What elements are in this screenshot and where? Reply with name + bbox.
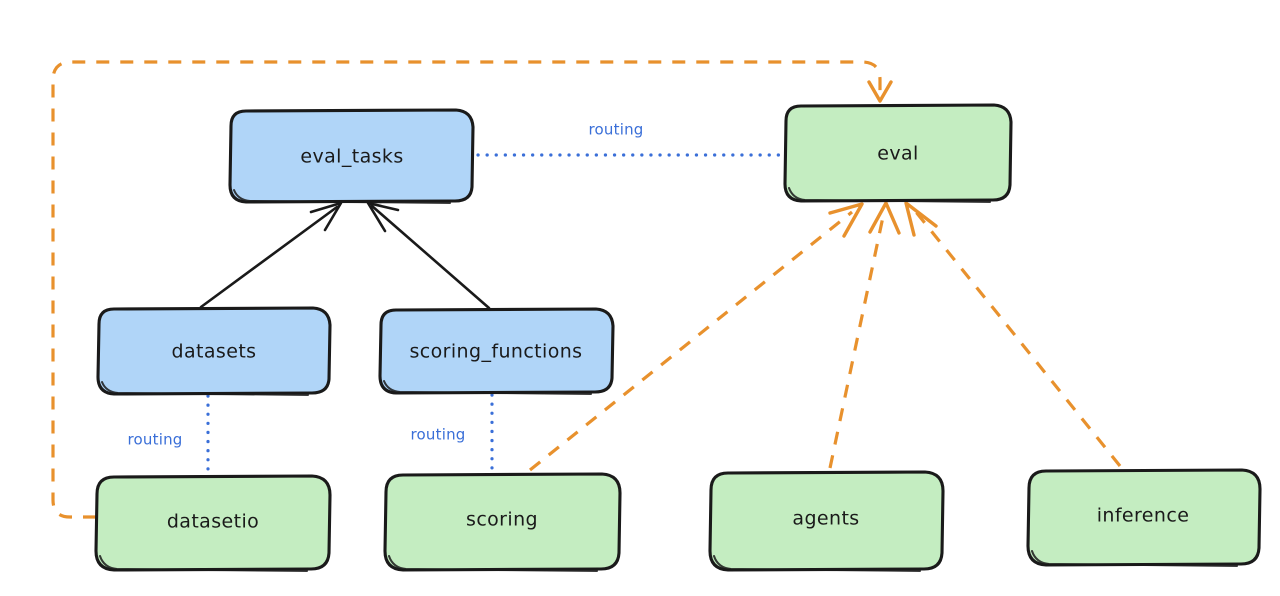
edge-label-group: routing routing routing <box>128 121 644 449</box>
node-label-datasets: datasets <box>172 341 257 363</box>
node-label-eval-tasks: eval_tasks <box>300 146 403 168</box>
node-agents[interactable]: agents <box>708 470 945 572</box>
edge-group-routing <box>206 153 785 476</box>
edge-scoring-eval[interactable] <box>528 202 864 472</box>
node-eval-tasks[interactable]: eval_tasks <box>228 108 475 204</box>
node-label-agents: agents <box>792 508 859 530</box>
edge-label-routing-eval-tasks: routing <box>589 121 644 139</box>
node-label-eval: eval <box>877 143 918 165</box>
edge-datasets-eval-tasks[interactable] <box>199 201 343 309</box>
edge-inference-eval[interactable] <box>904 201 1122 468</box>
node-label-inference: inference <box>1097 505 1190 527</box>
edge-label-routing-datasets: routing <box>128 431 183 449</box>
node-label-scoring: scoring <box>466 509 538 531</box>
edge-agents-eval[interactable] <box>828 201 901 469</box>
node-scoring[interactable]: scoring <box>383 472 622 572</box>
edge-group-composition <box>199 201 491 310</box>
node-scoring-functions[interactable]: scoring_functions <box>378 307 615 395</box>
edge-datasetio-eval[interactable] <box>51 60 893 519</box>
node-label-datasetio: datasetio <box>167 511 259 533</box>
edge-label-routing-scoring-functions: routing <box>411 426 466 444</box>
node-label-scoring-functions: scoring_functions <box>410 341 583 363</box>
node-inference[interactable]: inference <box>1026 468 1262 567</box>
node-datasets[interactable]: datasets <box>96 306 332 396</box>
node-eval[interactable]: eval <box>783 103 1013 203</box>
edge-scoring-functions-eval-tasks[interactable] <box>366 201 491 310</box>
edge-group-dependencies <box>51 60 1122 519</box>
node-datasetio[interactable]: datasetio <box>94 474 332 572</box>
